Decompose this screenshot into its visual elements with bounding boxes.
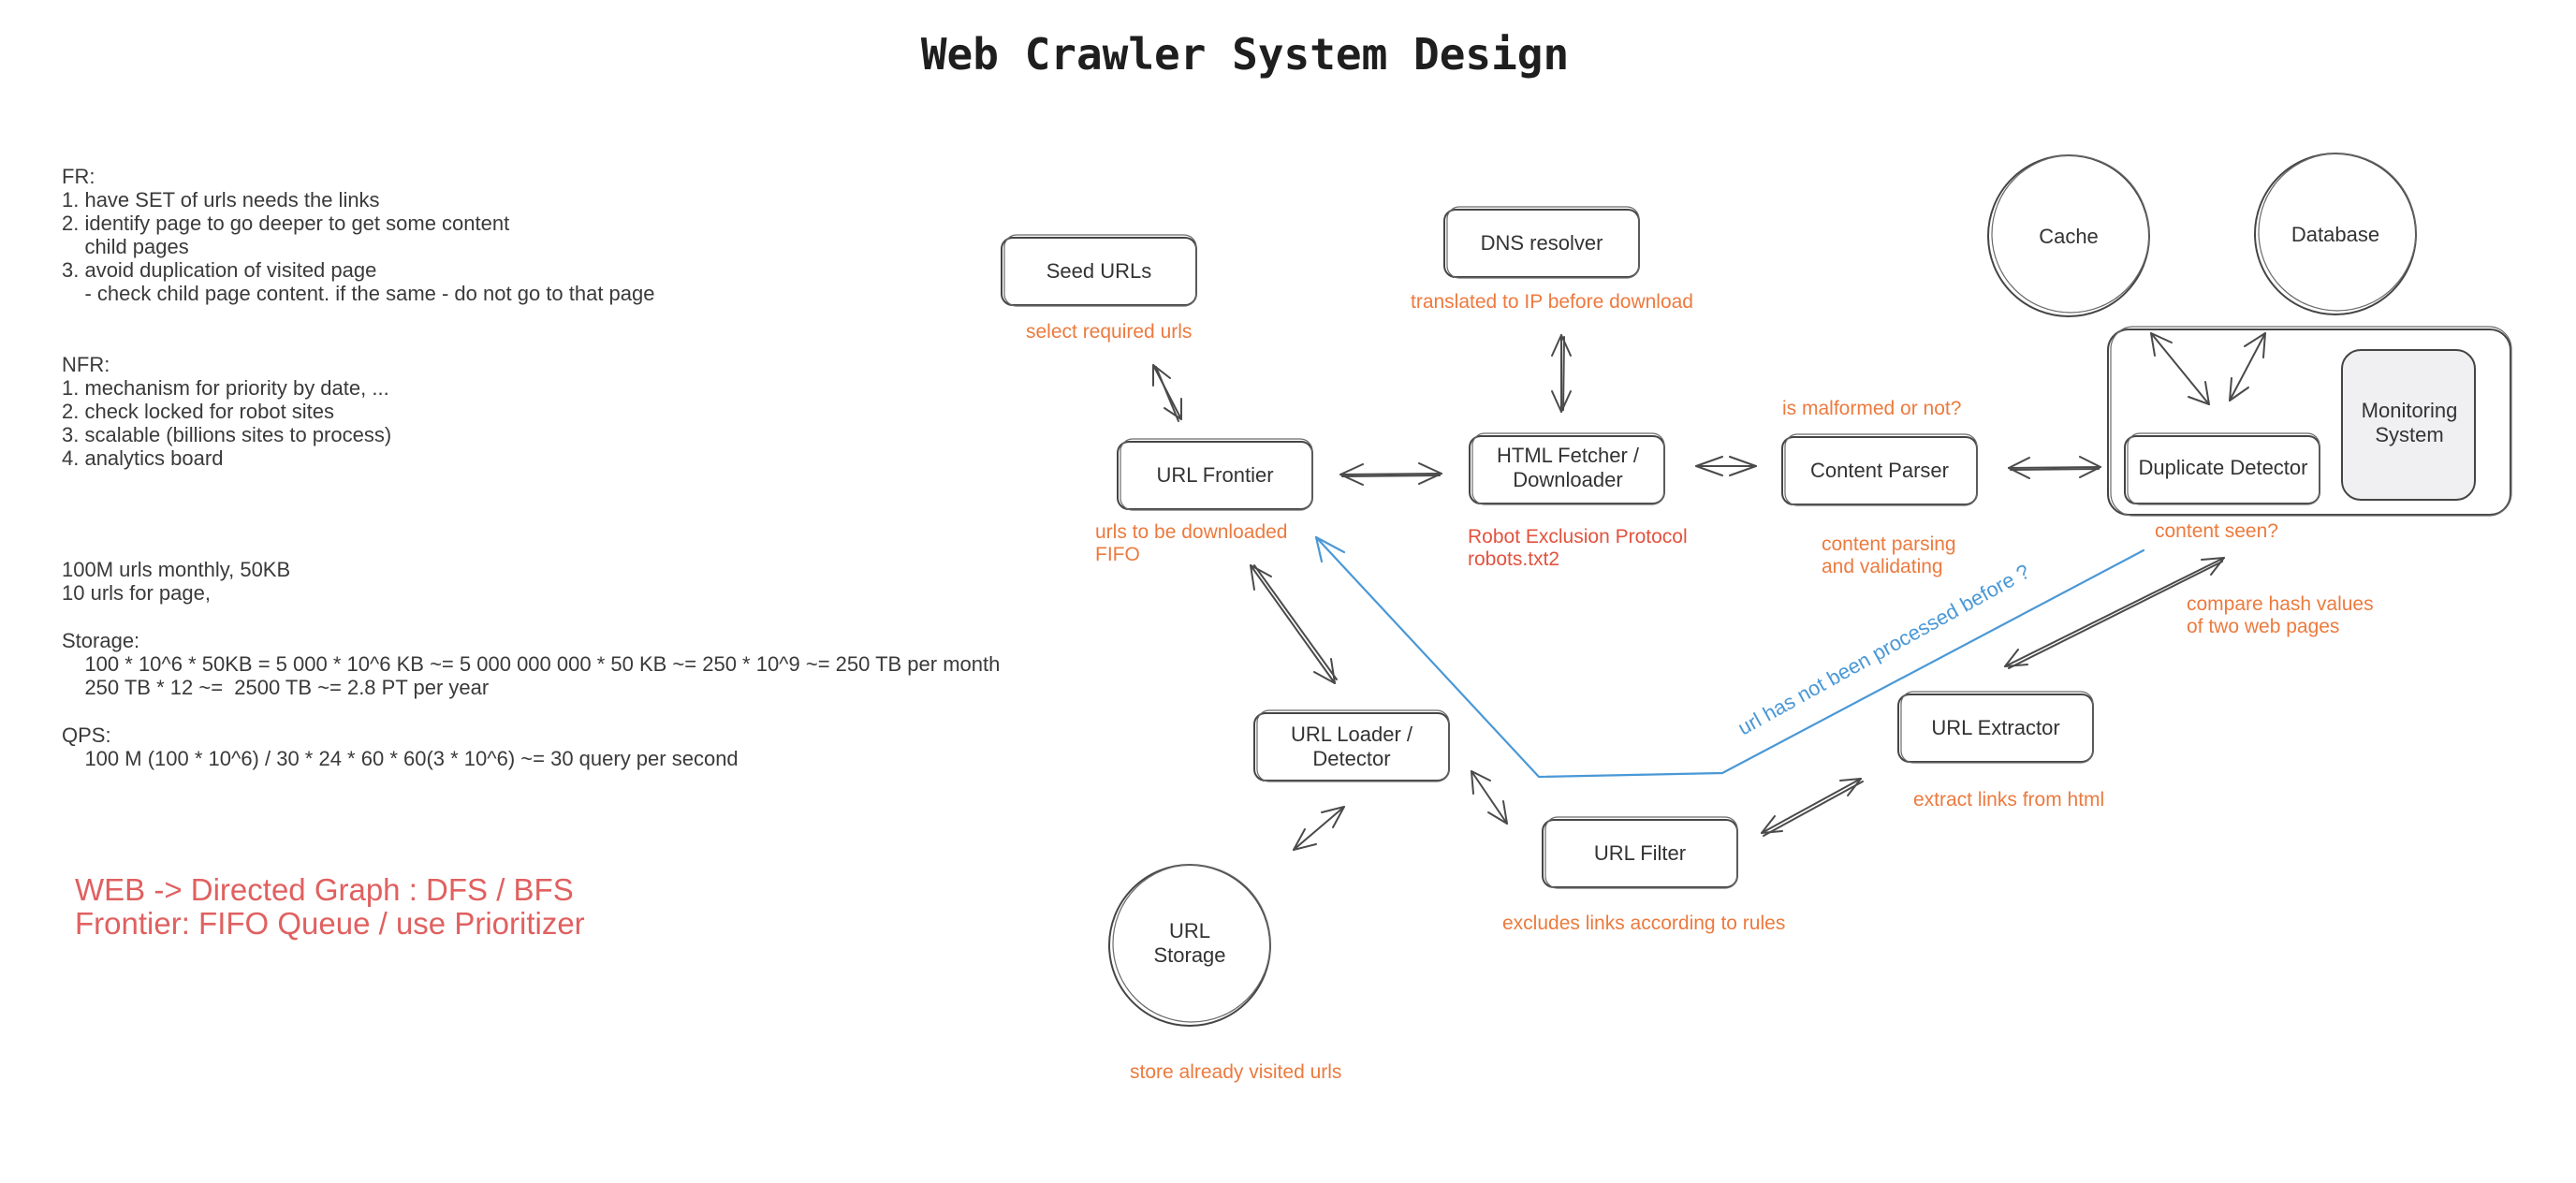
url-storage-node[interactable]: URL Storage xyxy=(1108,864,1271,1027)
monitoring-system-label-line: Monitoring xyxy=(2362,399,2458,422)
fr-line: 3. avoid duplication of visited page xyxy=(62,258,376,282)
url-storage-label-line: Storage xyxy=(1153,943,1225,967)
url-loader-label-line: Detector xyxy=(1312,747,1390,770)
database-label: Database xyxy=(2291,223,2379,246)
url-extractor-node[interactable]: URL Extractor xyxy=(1897,691,2094,764)
nfr-line: 2. check locked for robot sites xyxy=(62,400,334,423)
graph-note-line: WEB -> Directed Graph : DFS / BFS xyxy=(75,872,574,907)
cache-label: Cache xyxy=(2039,225,2099,248)
dns-resolver-annotation: translated to IP before download xyxy=(1411,291,1693,313)
url-filter-node[interactable]: URL Filter xyxy=(1542,816,1738,889)
compare-hash-annotation-line: compare hash values xyxy=(2187,593,2374,615)
loader-filter-arrow xyxy=(1471,770,1508,825)
graph-note-line: Frontier: FIFO Queue / use Prioritizer xyxy=(75,906,585,941)
monitoring-system-label-line: System xyxy=(2375,423,2443,446)
fr-line: 1. have SET of urls needs the links xyxy=(62,188,380,212)
fetcher-parser-arrow xyxy=(1695,456,1757,476)
fr-line: 2. identify page to go deeper to get som… xyxy=(62,212,509,235)
url-frontier-annotation-line: urls to be downloaded xyxy=(1095,521,1287,543)
content-parser-node[interactable]: Content Parser xyxy=(1781,433,1978,506)
capacity-estimates: 100M urls monthly, 50KB 10 urls for page… xyxy=(62,558,1000,770)
estimate-line: 100M urls monthly, 50KB xyxy=(62,558,290,581)
url-extractor-annotation: extract links from html xyxy=(1913,789,2104,811)
url-storage-annotation: store already visited urls xyxy=(1130,1061,1341,1083)
url-filter-annotation: excludes links according to rules xyxy=(1502,913,1785,934)
html-fetcher-node[interactable]: HTML Fetcher / Downloader xyxy=(1469,432,1665,505)
estimate-line: 10 urls for page, xyxy=(62,581,211,605)
url-frontier-node[interactable]: URL Frontier xyxy=(1117,438,1313,511)
estimate-line: 100 * 10^6 * 50KB = 5 000 * 10^6 KB ~= 5… xyxy=(62,652,1000,676)
fr-line: child pages xyxy=(62,235,189,258)
loader-storage-arrow xyxy=(1293,806,1345,851)
duplicate-extractor-arrow xyxy=(2004,557,2225,669)
url-extractor-label: URL Extractor xyxy=(1931,716,2059,739)
url-loader-label-line: URL Loader / xyxy=(1291,723,1413,746)
filter-extractor-arrow xyxy=(1761,778,1864,837)
html-fetcher-annotation-line: Robot Exclusion Protocol xyxy=(1468,526,1688,548)
dns-resolver-label: DNS resolver xyxy=(1481,231,1603,255)
diagram-title: Web Crawler System Design xyxy=(921,29,1569,80)
frontier-fetcher-arrow xyxy=(1339,462,1442,486)
non-functional-requirements: NFR: 1. mechanism for priority by date, … xyxy=(62,353,391,470)
url-frontier-annotation-line: FIFO xyxy=(1095,544,1140,565)
duplicate-detector-label: Duplicate Detector xyxy=(2139,456,2308,479)
database-duplicate-arrow xyxy=(2229,332,2266,402)
content-parser-top-annotation: is malformed or not? xyxy=(1782,398,1961,419)
frontier-loader-arrow xyxy=(1250,564,1338,684)
content-parser-annotation-line: content parsing xyxy=(1822,533,1956,555)
estimate-line: QPS: xyxy=(62,723,111,747)
nfr-line: 3. scalable (billions sites to process) xyxy=(62,423,391,446)
content-parser-annotation-line: and validating xyxy=(1822,556,1943,577)
estimate-line: Storage: xyxy=(62,629,139,652)
nfr-line: 4. analytics board xyxy=(62,446,223,470)
not-processed-flow-arrow xyxy=(1314,535,2145,779)
fr-line: - check child page content. if the same … xyxy=(62,282,655,305)
html-fetcher-label-line: Downloader xyxy=(1513,468,1622,491)
url-frontier-label: URL Frontier xyxy=(1156,463,1273,487)
duplicate-detector-node[interactable]: Duplicate Detector xyxy=(2124,432,2320,505)
seed-frontier-arrow xyxy=(1152,364,1182,422)
dns-fetcher-arrow xyxy=(1551,334,1572,413)
nfr-line: NFR: xyxy=(62,353,110,376)
seed-urls-node[interactable]: Seed URLs xyxy=(1001,234,1197,307)
dns-resolver-node[interactable]: DNS resolver xyxy=(1443,206,1640,279)
html-fetcher-label-line: HTML Fetcher / xyxy=(1497,444,1640,467)
url-storage-label-line: URL xyxy=(1169,919,1210,942)
monitoring-system-node[interactable]: Monitoring System xyxy=(2341,349,2476,501)
estimate-line: 250 TB * 12 ~= 2500 TB ~= 2.8 PT per yea… xyxy=(62,676,489,699)
nfr-line: 1. mechanism for priority by date, ... xyxy=(62,376,389,400)
url-filter-label: URL Filter xyxy=(1594,841,1686,865)
url-loader-node[interactable]: URL Loader / Detector xyxy=(1253,709,1450,782)
estimate-line: 100 M (100 * 10^6) / 30 * 24 * 60 * 60(3… xyxy=(62,747,739,770)
fr-line: FR: xyxy=(62,165,95,188)
content-parser-label: Content Parser xyxy=(1810,459,1949,482)
seed-urls-annotation: select required urls xyxy=(1026,321,1192,343)
compare-hash-annotation-line: of two web pages xyxy=(2187,616,2339,637)
cache-duplicate-arrow xyxy=(2150,332,2210,405)
functional-requirements: FR: 1. have SET of urls needs the links … xyxy=(62,165,655,305)
content-seen-annotation: content seen? xyxy=(2155,520,2278,542)
seed-urls-label: Seed URLs xyxy=(1046,259,1152,283)
database-node[interactable]: Database xyxy=(2254,153,2417,315)
parser-duplicate-arrow xyxy=(2008,456,2101,479)
graph-notes: WEB -> Directed Graph : DFS / BFS Fronti… xyxy=(75,872,585,941)
cache-node[interactable]: Cache xyxy=(1987,154,2150,317)
html-fetcher-annotation-line: robots.txt2 xyxy=(1468,548,1559,570)
